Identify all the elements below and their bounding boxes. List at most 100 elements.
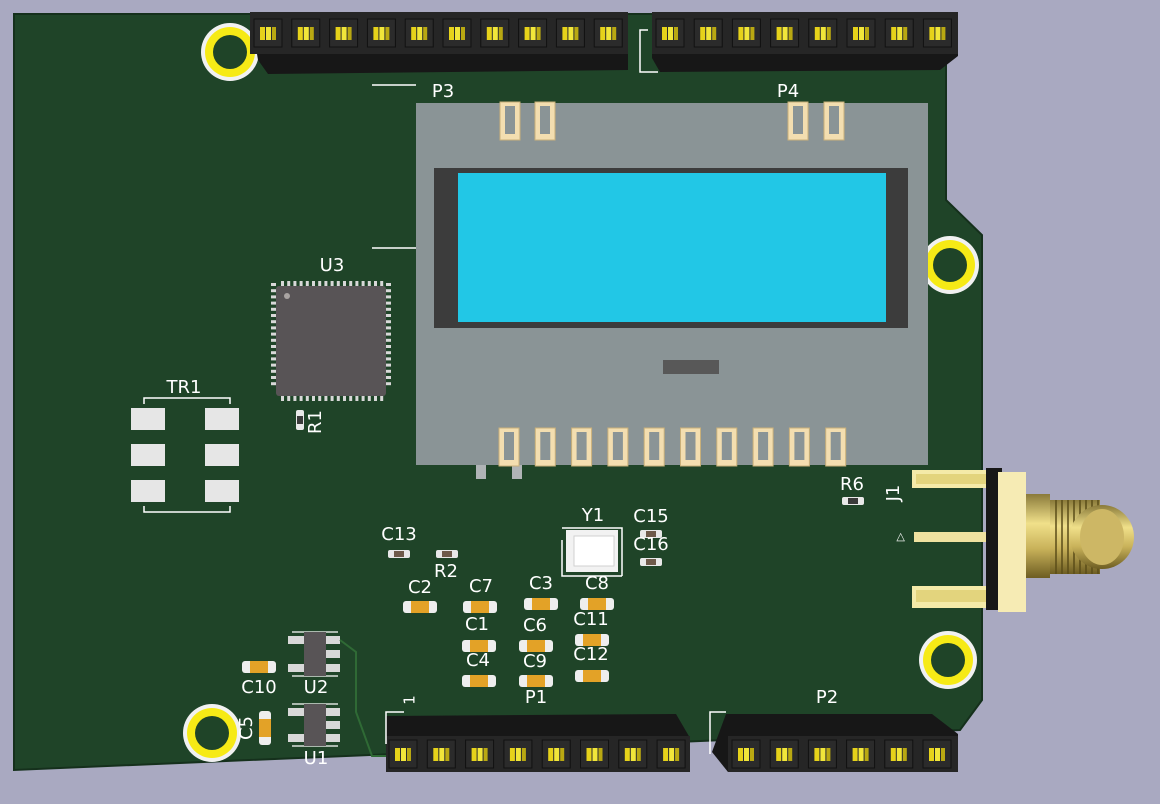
header-p4-pin — [846, 18, 876, 48]
u3-pins — [271, 281, 391, 401]
capacitor-body — [524, 598, 558, 610]
ref-c2: C2 — [407, 577, 433, 598]
header-p4-pin — [731, 18, 761, 48]
header-p3-pin — [442, 18, 472, 48]
header-p1-pin — [426, 739, 456, 769]
ref-c4: C4 — [465, 650, 491, 671]
ref-c7: C7 — [468, 576, 494, 597]
capacitor-c16-body — [640, 558, 662, 566]
crystal-y1 — [561, 527, 623, 577]
capacitor-body — [575, 670, 609, 682]
ref-c6: C6 — [522, 615, 548, 636]
capacitor-c13-body — [388, 550, 410, 558]
header-p1-pin — [580, 739, 609, 769]
header-p4-silk — [639, 29, 658, 73]
header-p2-pin — [846, 739, 876, 769]
header-p4-pin — [655, 18, 685, 48]
header-p2-pin — [731, 739, 761, 769]
ref-c16: C16 — [633, 534, 669, 555]
header-p3-pin — [366, 18, 396, 48]
header-p2-pin — [769, 739, 799, 769]
header-p2-pin — [807, 739, 837, 769]
lcd-pins — [498, 101, 847, 467]
sma-connector-j1 — [912, 468, 1134, 612]
regulator-u2 — [288, 631, 340, 677]
header-p4-pin — [922, 18, 952, 48]
header-p2-pin — [884, 739, 914, 769]
capacitor-body — [259, 711, 271, 745]
capacitor-body — [462, 675, 496, 687]
header-p3-pin — [593, 18, 623, 48]
header-p3-pin — [555, 18, 585, 48]
header-p4-pin — [693, 18, 723, 48]
ref-p3: P3 — [431, 81, 455, 102]
ref-c11: C11 — [573, 609, 609, 630]
ref-c9: C9 — [522, 651, 548, 672]
ref-c12: C12 — [573, 644, 609, 665]
header-p3-pin — [253, 18, 283, 48]
capacitor-body — [519, 675, 553, 687]
ref-r6: R6 — [840, 474, 864, 495]
ref-c8: C8 — [584, 573, 610, 594]
ref-c15: C15 — [633, 506, 669, 527]
regulator-u1 — [288, 703, 340, 747]
ref-j1: J1 — [883, 484, 904, 502]
mounting-hole-right-lower — [919, 631, 977, 689]
header-p4-pin — [808, 18, 838, 48]
header-p1-pin — [503, 739, 533, 769]
capacitor-body — [575, 634, 609, 646]
ref-tr1: TR1 — [166, 377, 202, 398]
capacitor-body — [403, 601, 437, 613]
header-p4-pin — [770, 18, 800, 48]
resistor-r6 — [842, 497, 864, 505]
header-p1-pin — [541, 739, 571, 769]
header-p2-pin — [922, 739, 952, 769]
ref-c13: C13 — [381, 524, 417, 545]
ref-p4: P4 — [776, 81, 800, 102]
ref-c1: C1 — [464, 614, 490, 635]
header-p3-pin — [480, 18, 510, 48]
header-p3-pin — [404, 18, 434, 48]
capacitor-body — [463, 601, 497, 613]
ref-p1: P1 — [524, 687, 548, 708]
mounting-hole-bottom-left — [183, 704, 241, 762]
p1-pin1-marker: 1 — [400, 695, 419, 705]
header-p3-pin — [518, 18, 548, 48]
header-p1-pin — [618, 739, 648, 769]
header-p1-pin — [388, 739, 418, 769]
ref-p2: P2 — [815, 687, 839, 708]
ref-r1: R1 — [305, 410, 326, 434]
ref-c3: C3 — [528, 573, 554, 594]
ref-u3: U3 — [319, 255, 345, 276]
transformer-tr1 — [131, 397, 239, 513]
capacitor-body — [242, 661, 276, 673]
ref-c10: C10 — [241, 677, 277, 698]
ref-r2: R2 — [434, 561, 458, 582]
mounting-hole-right-upper — [921, 236, 979, 294]
ref-y1: Y1 — [581, 505, 605, 526]
header-p1-pin — [465, 739, 495, 769]
mounting-hole-top-left — [201, 23, 259, 81]
header-p3-pin — [329, 18, 359, 48]
microcontroller-u3 — [276, 286, 386, 396]
lcd-silkscreen — [372, 84, 416, 249]
capacitor-body — [519, 640, 553, 652]
capacitor-c15-body — [640, 530, 662, 538]
ref-c5: C5 — [236, 715, 257, 741]
capacitor-body — [462, 640, 496, 652]
header-pins — [253, 18, 952, 769]
resistor-r2 — [436, 550, 458, 558]
ref-u2: U2 — [303, 677, 329, 698]
resistor-r1 — [296, 410, 304, 430]
trace — [339, 639, 386, 757]
lcd-module — [416, 103, 928, 479]
capacitor-body — [580, 598, 614, 610]
header-p1-pin — [656, 739, 686, 769]
j1-pin-marker: ▷ — [893, 532, 907, 542]
ref-u1: U1 — [303, 748, 329, 769]
capacitors — [242, 598, 614, 745]
header-p3-pin — [291, 18, 321, 48]
header-p4-pin — [884, 18, 914, 48]
